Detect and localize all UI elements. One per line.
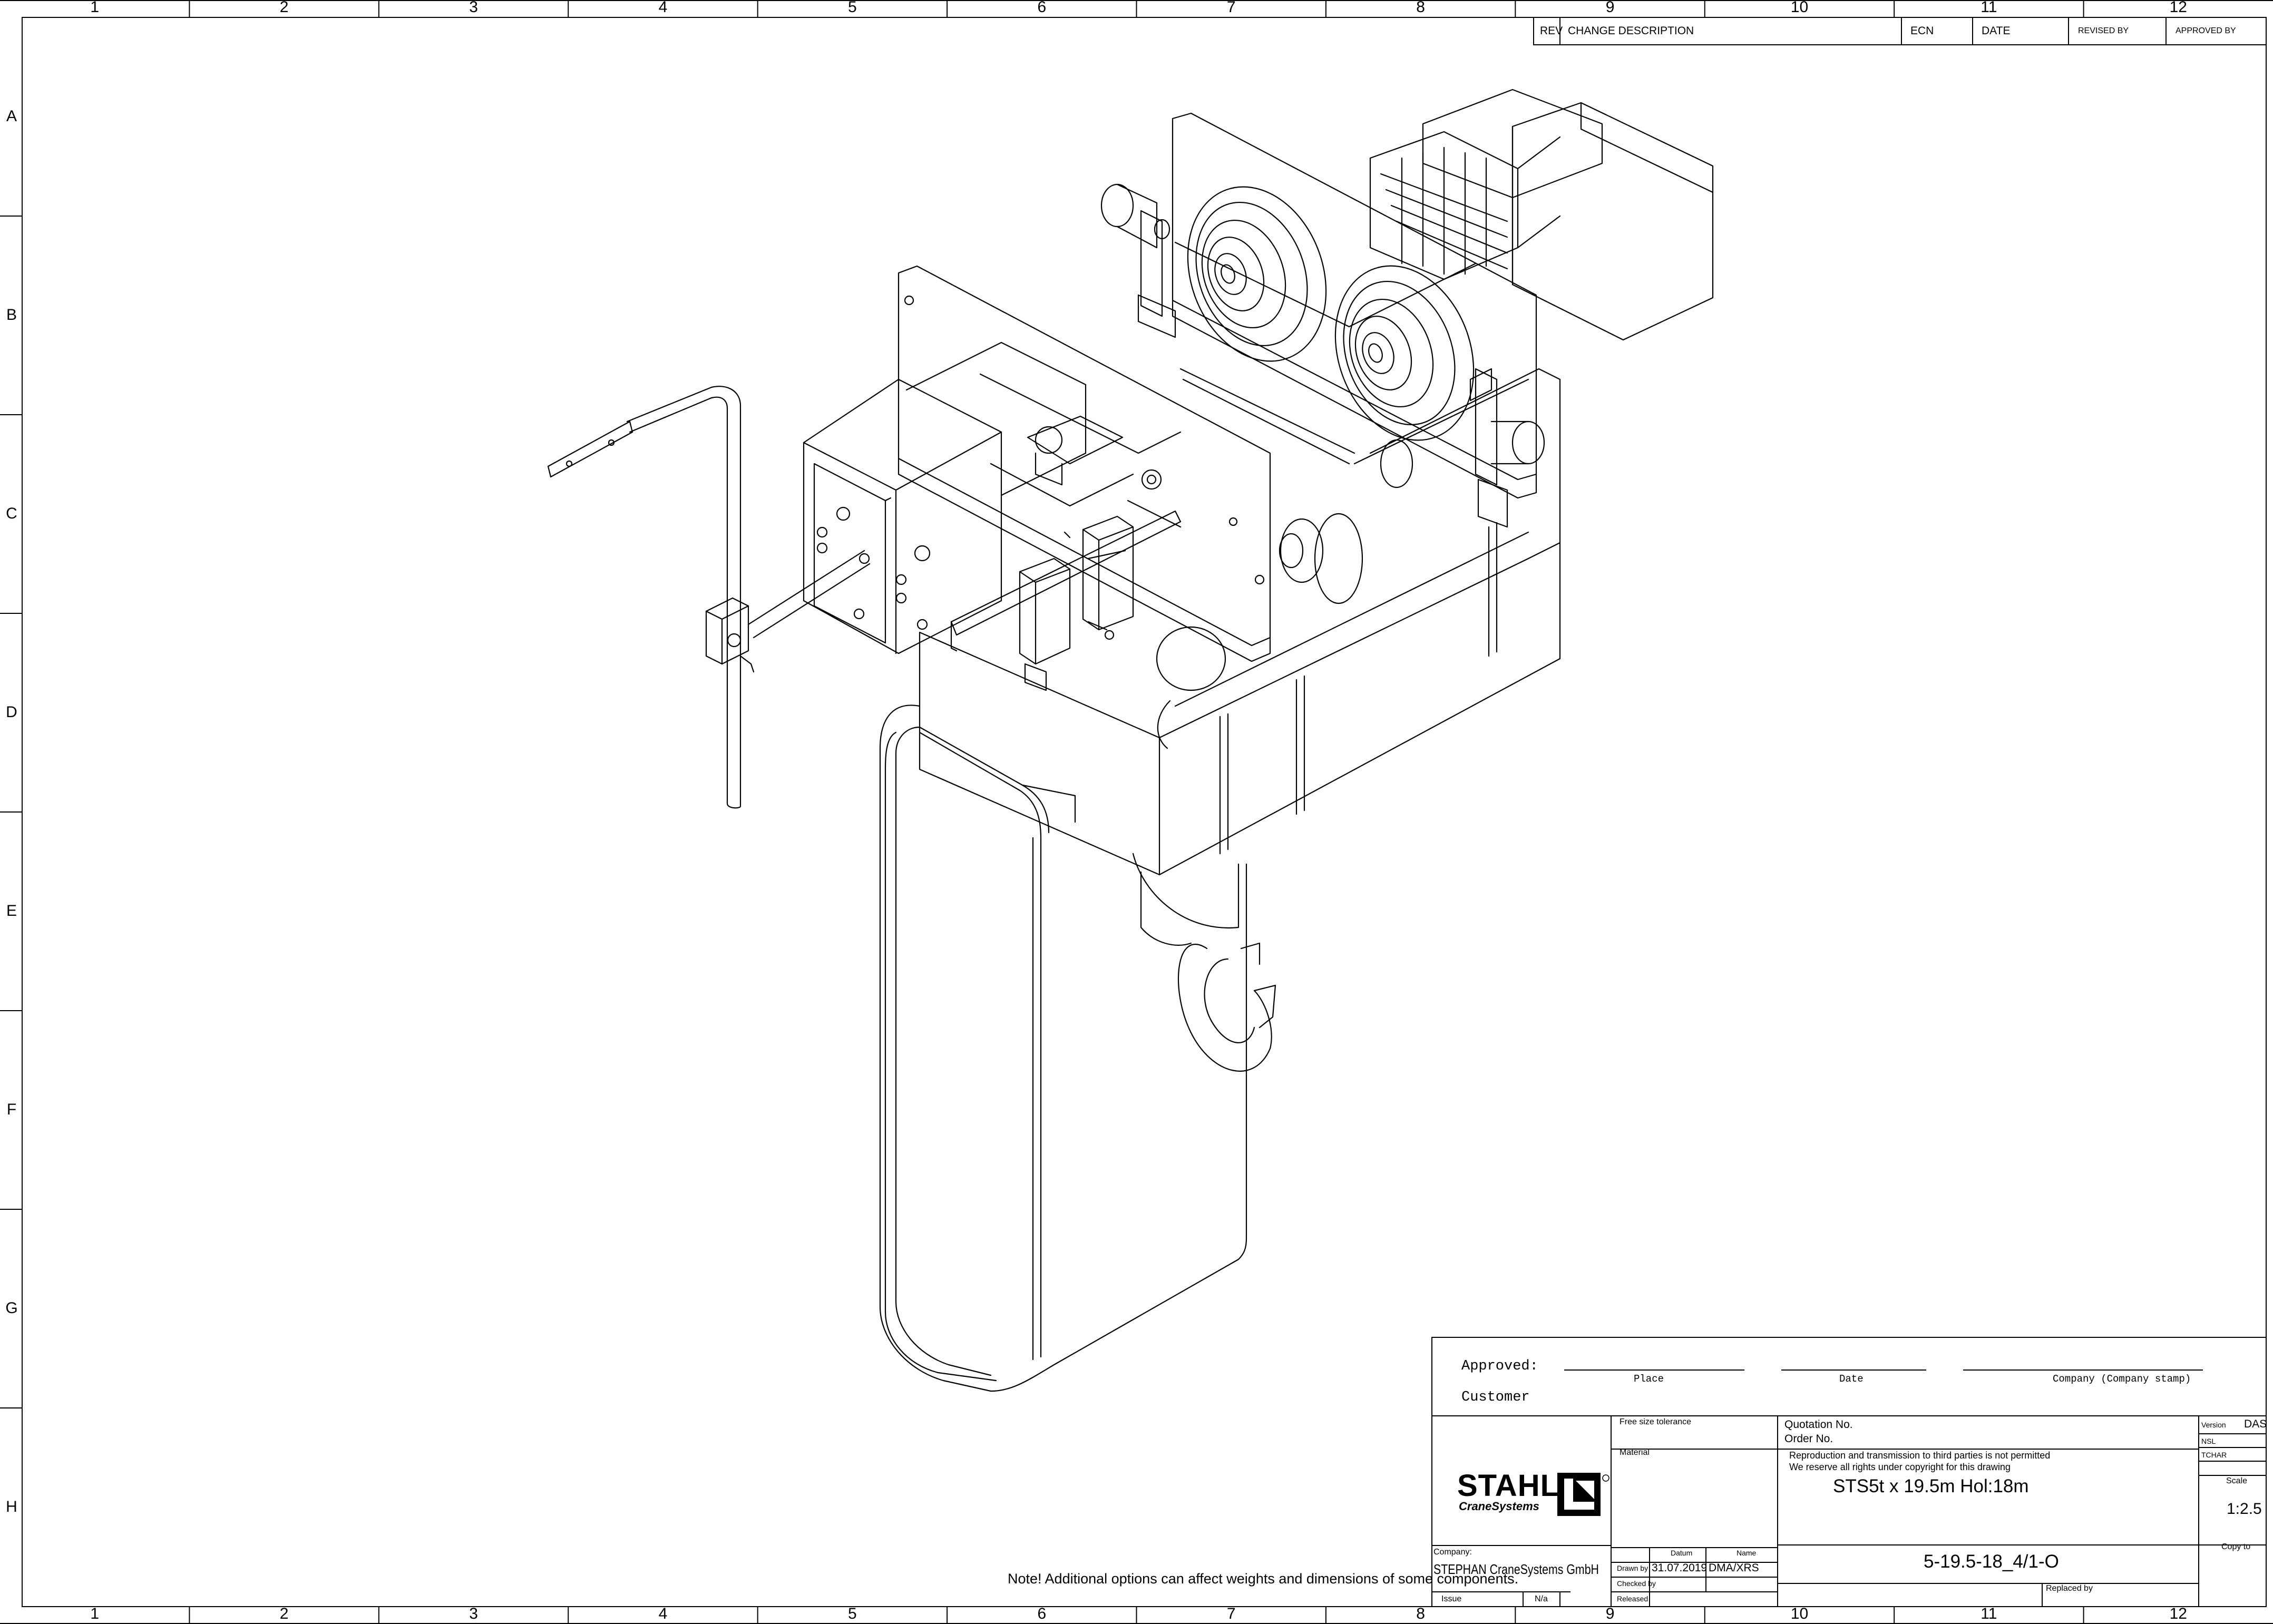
frame-column-8-top: 8	[1416, 0, 1425, 16]
frame-column-5-bottom: 5	[848, 1605, 857, 1622]
drawn-name: DMA/XRS	[1709, 1562, 1759, 1574]
frame-row-H: H	[6, 1498, 17, 1515]
drum-housing	[879, 705, 1247, 1392]
frame-column-10-bottom: 10	[1790, 1605, 1809, 1622]
trolley-wheel-2	[1334, 265, 1475, 441]
quotation-no-label: Quotation No.	[1784, 1418, 1853, 1431]
frame-column-1-top: 1	[90, 0, 100, 16]
material-label: Material	[1620, 1448, 1650, 1457]
checked-by-label: Checked by	[1617, 1579, 1656, 1588]
frame-row-D: D	[6, 703, 17, 721]
title-block-lines	[1431, 1337, 2267, 1607]
actuating-arm	[547, 386, 871, 809]
frame-column-5-top: 5	[848, 0, 857, 16]
stahl-logo-mark	[1557, 1473, 1609, 1516]
copyright-line-1: Reproduction and transmission to third p…	[1789, 1450, 2051, 1461]
frame-row-E: E	[6, 902, 17, 919]
frame-column-8-bottom: 8	[1416, 1605, 1425, 1622]
drawn-by-label: Drawn by	[1617, 1564, 1648, 1572]
date-header: DATE	[1982, 25, 2011, 37]
guide-rollers	[1100, 183, 1545, 528]
frame-column-7-top: 7	[1226, 0, 1236, 16]
frame-column-3-bottom: 3	[469, 1605, 478, 1622]
company-stamp-label: Company (Company stamp)	[2053, 1373, 2191, 1385]
hoist-body	[919, 241, 1561, 876]
copy-to-label: Copy to	[2221, 1542, 2251, 1551]
frame-ticks	[0, 0, 2084, 1624]
frame-row-B: B	[6, 306, 17, 324]
free-size-tolerance-label: Free size tolerance	[1620, 1417, 1692, 1426]
approved-label: Approved:	[1461, 1358, 1538, 1374]
frame-column-10-top: 10	[1790, 0, 1809, 16]
frame-column-4-top: 4	[658, 0, 668, 16]
frame-column-12-top: 12	[2169, 0, 2187, 16]
frame-column-9-top: 9	[1605, 0, 1615, 16]
frame-row-G: G	[5, 1299, 18, 1317]
copyright-line-2: We reserve all rights under copyright fo…	[1789, 1462, 2011, 1472]
name-label: Name	[1737, 1549, 1757, 1557]
frame-column-9-bottom: 9	[1605, 1605, 1615, 1622]
ecn-header: ECN	[1910, 25, 1934, 37]
scale-label: Scale	[2226, 1476, 2248, 1485]
issue-value: N/a	[1535, 1594, 1548, 1603]
frame-column-2-bottom: 2	[279, 1605, 289, 1622]
frame-column-11-top: 11	[1981, 0, 1997, 16]
drawing-number: 5-19.5-18_4/1-O	[1924, 1551, 2059, 1572]
tchar-label: TCHAR	[2201, 1451, 2227, 1459]
travel-motor	[1369, 89, 1714, 341]
frame-row-A: A	[6, 107, 17, 125]
company-name: STEPHAN CraneSystems GmbH	[1433, 1561, 1599, 1577]
datum-label: Datum	[1671, 1549, 1693, 1557]
frame-column-1-bottom: 1	[90, 1605, 100, 1622]
drawn-date: 31.07.2019	[1652, 1562, 1708, 1574]
version-label: Version	[2201, 1421, 2226, 1429]
side-plate-front	[898, 265, 1271, 662]
place-label: Place	[1634, 1373, 1664, 1385]
released-label: Released	[1617, 1594, 1648, 1603]
company-label: Company:	[1433, 1548, 1472, 1557]
frame-column-12-bottom: 12	[2169, 1605, 2187, 1622]
trolley-wheel-1	[1187, 186, 1327, 362]
scale-value: 1:2.5	[2227, 1500, 2262, 1518]
frame-column-2-top: 2	[279, 0, 289, 16]
frame-column-3-top: 3	[469, 0, 478, 16]
date-label: Date	[1839, 1373, 1864, 1385]
order-no-label: Order No.	[1784, 1433, 1833, 1445]
frame-column-11-bottom: 11	[1981, 1605, 1997, 1622]
stahl-logo-text: STAHL	[1457, 1469, 1560, 1503]
drawing-title: STS5t x 19.5m Hol:18m	[1833, 1476, 2029, 1496]
version-value: DAS	[2244, 1418, 2267, 1430]
limit-switch-assembly	[803, 341, 1182, 691]
frame-row-C: C	[6, 504, 17, 522]
change-description-header: CHANGE DESCRIPTION	[1568, 25, 1694, 37]
revision-table-lines	[1533, 17, 2267, 45]
drawing-note: Note! Additional options can affect weig…	[1008, 1571, 1519, 1587]
replaced-by-label: Replaced by	[2046, 1584, 2093, 1593]
side-plate-rear	[1172, 112, 1537, 499]
approved-by-header: APPROVED BY	[2176, 26, 2236, 35]
frame-column-6-top: 6	[1037, 0, 1047, 16]
frame-column-4-bottom: 4	[658, 1605, 668, 1622]
cranesystems-logo-text: CraneSystems	[1459, 1500, 1539, 1513]
hoist-isometric-drawing	[547, 89, 1714, 1392]
revised-by-header: REVISED BY	[2078, 26, 2129, 35]
nsl-label: NSL	[2201, 1437, 2216, 1445]
frame-column-6-bottom: 6	[1037, 1605, 1047, 1622]
issue-label: Issue	[1441, 1594, 1462, 1603]
frame-column-7-bottom: 7	[1226, 1605, 1236, 1622]
load-hook	[1132, 853, 1276, 1072]
customer-label: Customer	[1461, 1390, 1530, 1405]
frame-row-F: F	[6, 1100, 17, 1118]
rev-header: REV	[1540, 25, 1563, 37]
